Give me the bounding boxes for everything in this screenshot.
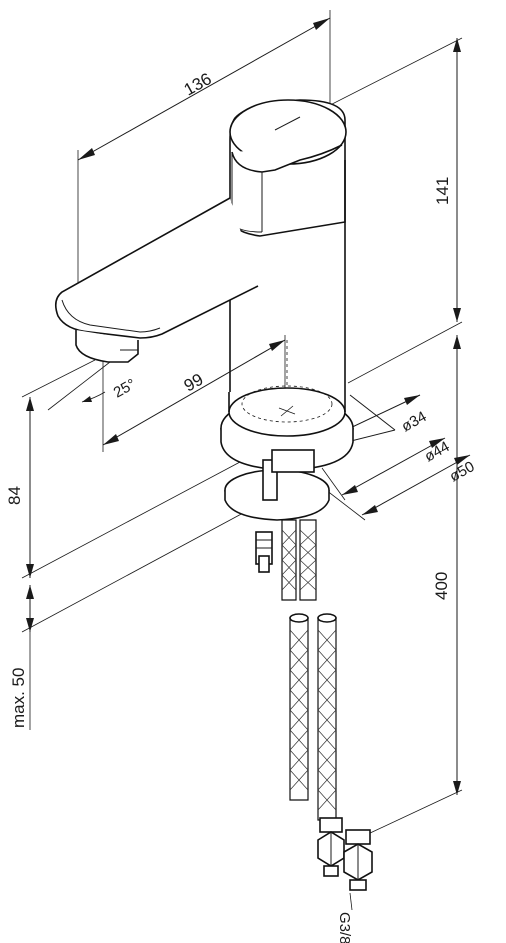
- dimension-d44-label: ø44: [422, 438, 453, 465]
- dimension-d50-label: ø50: [447, 458, 478, 485]
- dimension-width-label: 136: [181, 69, 215, 99]
- dimension-max-deck-label: max. 50: [9, 668, 28, 728]
- dimension-angle: 25°: [47, 361, 139, 411]
- mounting-plate: [224, 449, 330, 521]
- faucet-handle: [229, 99, 347, 237]
- dimension-reach-label: 99: [181, 370, 207, 396]
- braided-hose-right: [289, 519, 337, 821]
- faucet-spout: [54, 197, 259, 363]
- faucet-base-flange: [220, 385, 354, 471]
- thread-label: G3/8: [336, 912, 353, 943]
- dimension-mount-height-label: 84: [5, 486, 24, 505]
- hose-nut-right: [343, 829, 373, 891]
- braided-hose-left: [281, 519, 309, 801]
- fixing-stud: [255, 531, 273, 573]
- dimension-mount-height: 84: [5, 359, 241, 579]
- dimension-d34-label: ø34: [399, 408, 430, 435]
- dimension-hose-length-label: 400: [432, 572, 451, 600]
- dimension-max-deck: max. 50: [9, 511, 246, 730]
- thread-callout: G3/8: [336, 892, 353, 943]
- hose-nut-left: [317, 817, 345, 877]
- dimension-height-label: 141: [433, 177, 452, 205]
- dimension-angle-label: 25°: [111, 376, 139, 402]
- dimension-hose-length: 400: [367, 335, 463, 835]
